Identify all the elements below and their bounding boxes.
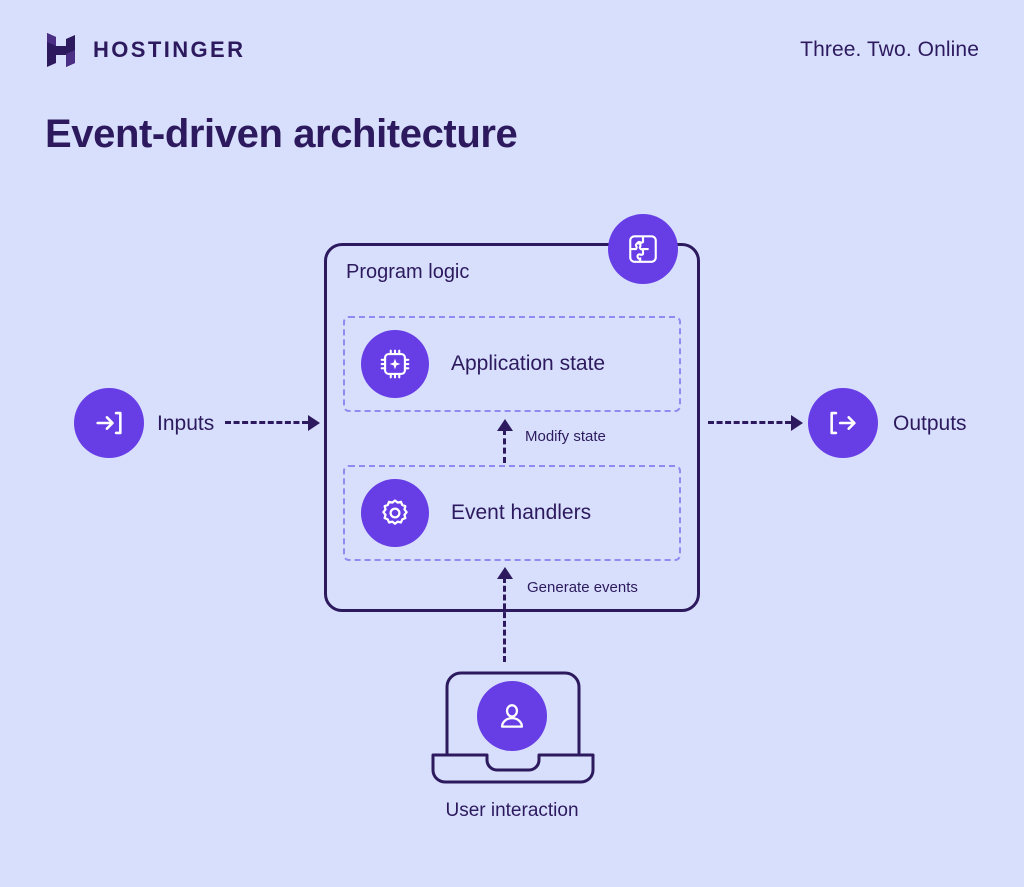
label-user-interaction: User interaction	[445, 800, 579, 821]
arrow-stem	[503, 429, 506, 463]
gear-icon	[361, 479, 429, 547]
page-title: Event-driven architecture	[45, 112, 518, 156]
panel-application-state: Application state	[343, 316, 681, 412]
laptop-icon	[425, 663, 601, 788]
arrow-modify-state	[496, 419, 513, 463]
program-logic-box	[324, 243, 700, 612]
cpu-chip-sparkle-icon	[361, 330, 429, 398]
brand-lockup: HOSTINGER	[45, 31, 245, 69]
arrow-generate-events	[496, 567, 513, 662]
arrow-head	[496, 419, 513, 431]
user-person-icon	[477, 681, 547, 751]
page-header: HOSTINGER Three. Two. Online	[0, 0, 1024, 100]
panel-label-application-state: Application state	[451, 352, 606, 375]
panel-event-handlers: Event handlers	[343, 465, 681, 561]
program-logic-label: Program logic	[346, 261, 470, 283]
arrow-into-bracket-icon	[74, 388, 144, 458]
arrow-head	[791, 414, 803, 431]
label-generate-events: Generate events	[527, 579, 638, 596]
arrow-head	[496, 567, 513, 579]
panel-label-event-handlers: Event handlers	[451, 501, 592, 524]
arrow-head	[308, 414, 320, 431]
label-outputs: Outputs	[893, 412, 967, 435]
label-inputs: Inputs	[157, 412, 215, 435]
hostinger-h-logo-icon	[45, 31, 77, 69]
arrow-stem	[708, 421, 791, 424]
tagline: Three. Two. Online	[800, 38, 979, 61]
brand-name: HOSTINGER	[93, 37, 246, 62]
arrow-inputs-to-program	[225, 414, 320, 431]
arrow-stem	[225, 421, 308, 424]
puzzle-piece-icon	[608, 214, 678, 284]
arrow-stem	[503, 577, 506, 662]
label-modify-state: Modify state	[525, 428, 606, 445]
arrow-program-to-outputs	[708, 414, 803, 431]
arrow-out-of-bracket-icon	[808, 388, 878, 458]
